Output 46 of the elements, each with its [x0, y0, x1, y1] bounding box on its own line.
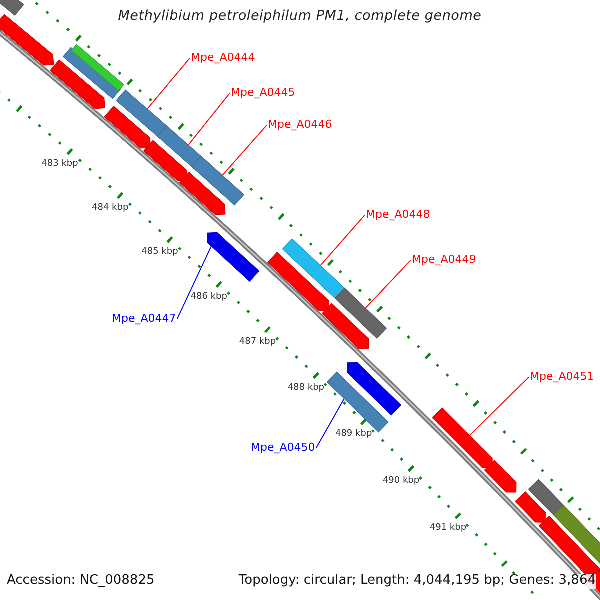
footer-text: Accession: NC_008825 [7, 574, 155, 589]
scale-label: 486 kbp [190, 292, 228, 302]
leader-line [469, 376, 530, 436]
leader-line [365, 260, 412, 309]
gene-label: Mpe_A0447 [112, 313, 176, 326]
gene-feature [553, 504, 600, 566]
gene-feature [143, 140, 188, 182]
gene-label: Mpe_A0445 [231, 87, 296, 100]
leader-line [147, 58, 190, 110]
scale-label: 483 kbp [42, 158, 78, 170]
gene-feature [104, 106, 152, 149]
gene-feature [432, 408, 493, 468]
gene-feature [50, 60, 106, 110]
gene-label: Mpe_A0448 [366, 209, 430, 222]
gene-label: Mpe_A0449 [412, 254, 476, 267]
gene-feature [334, 288, 388, 339]
scale-label: 490 kbp [382, 476, 420, 486]
scale-label: 487 kbp [239, 336, 276, 348]
gene-label: Mpe_A0450 [251, 442, 316, 455]
leader-line [222, 124, 268, 176]
gene-feature [207, 232, 260, 282]
leader-line [188, 92, 230, 146]
gene-feature [179, 172, 226, 216]
gene-feature [515, 491, 546, 523]
scale-label: 491 kbp [430, 523, 467, 534]
gene-feature [0, 14, 54, 66]
scale-label: 488 kbp [288, 382, 324, 394]
gene-feature [322, 303, 370, 350]
scale-label: 484 kbp [92, 202, 129, 214]
gene-feature [267, 252, 330, 312]
gene-label: Mpe_A0444 [191, 52, 256, 65]
gene-feature [528, 479, 566, 518]
gene-feature [347, 362, 402, 416]
leader-line [320, 214, 366, 266]
gene-label: Mpe_A0446 [268, 119, 332, 132]
scale-label: 489 kbp [335, 428, 372, 440]
title: Methylibium petroleiphilum PM1, complete genome [118, 9, 482, 25]
gene-feature [0, 0, 24, 16]
gene-label: Mpe_A0451 [530, 371, 594, 384]
gene-feature [71, 44, 124, 92]
footer-text: Topology: circular; Length: 4,044,195 bp; Genes: 3,864 [238, 574, 596, 589]
leader-line [176, 246, 212, 320]
leader-line [316, 398, 345, 449]
scale-label: 485 kbp [142, 246, 178, 258]
gene-feature [191, 156, 245, 206]
gene-feature [484, 460, 517, 493]
